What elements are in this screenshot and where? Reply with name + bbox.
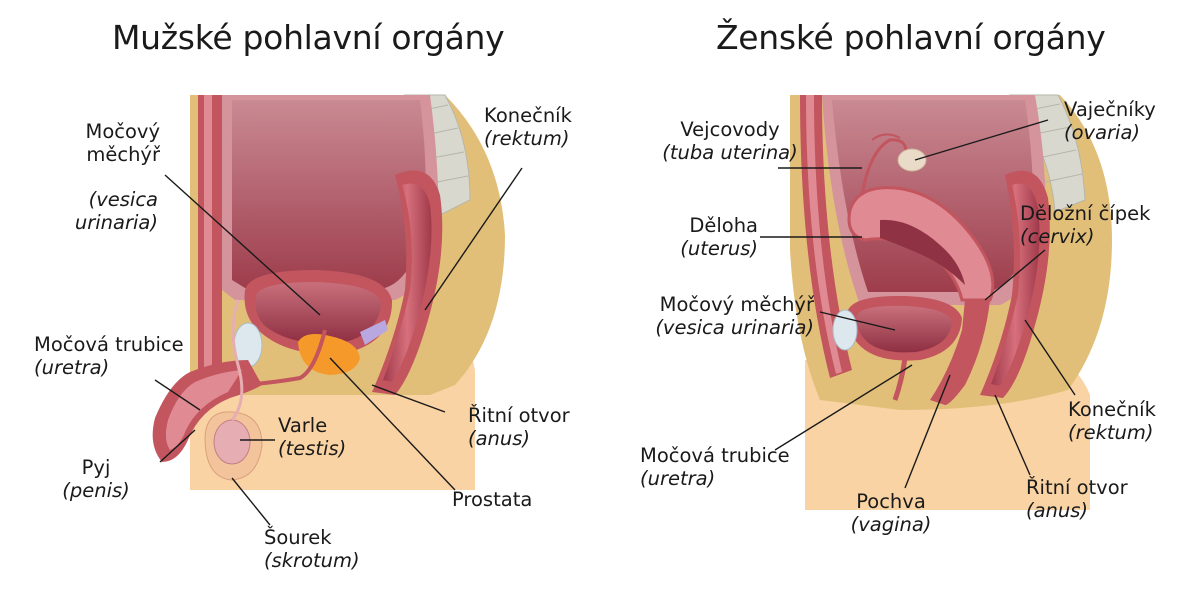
label-male-rectum: Konečník (rektum) <box>484 104 572 150</box>
label-female-tubes: Vejcovody (tuba uterina) <box>650 118 810 164</box>
label-female-cervix-latin: (cervix) <box>1020 225 1095 248</box>
label-male-scrotum-cz: Šourek <box>264 526 332 549</box>
label-female-tubes-cz: Vejcovody <box>680 118 780 141</box>
male-figure <box>152 94 523 526</box>
label-female-anus-cz: Řitní otvor <box>1026 476 1128 499</box>
label-male-bladder-latin: (vesica urinaria) <box>40 188 158 234</box>
label-female-bladder-cz: Močový měchýř <box>659 293 814 316</box>
label-male-urethra: Močová trubice (uretra) <box>34 333 184 379</box>
female-leader-lines <box>760 119 1076 489</box>
label-female-bladder-latin: (vesica urinaria) <box>655 316 814 339</box>
label-male-scrotum: Šourek (skrotum) <box>264 526 360 572</box>
label-male-bladder: Močový měchýř <box>50 120 161 166</box>
label-female-rectum: Konečník (rektum) <box>1068 398 1156 444</box>
label-female-rectum-cz: Konečník <box>1068 398 1156 421</box>
label-female-ovaries: Vaječníky (ovaria) <box>1064 98 1156 144</box>
label-male-urethra-cz: Močová trubice <box>34 333 184 356</box>
label-female-urethra-cz: Močová trubice <box>640 444 790 467</box>
label-male-testis: Varle (testis) <box>278 414 346 460</box>
label-female-ovaries-cz: Vaječníky <box>1064 98 1156 121</box>
label-female-anus: Řitní otvor (anus) <box>1026 476 1128 522</box>
label-male-rectum-cz: Konečník <box>484 104 572 127</box>
label-male-prostate: Prostata <box>452 488 533 511</box>
label-male-bladder-latin-2: urinaria) <box>74 211 158 234</box>
label-female-vagina-cz: Pochva <box>856 490 926 513</box>
label-male-penis-cz: Pyj <box>81 456 111 479</box>
label-male-testis-cz: Varle <box>278 414 328 437</box>
label-female-tubes-latin: (tuba uterina) <box>662 141 798 164</box>
label-male-penis-latin: (penis) <box>62 479 130 502</box>
male-leader-lines <box>154 167 523 526</box>
male-testis <box>213 419 251 465</box>
label-female-ovaries-latin: (ovaria) <box>1064 121 1141 144</box>
male-title: Mužské pohlavní orgány <box>112 18 505 57</box>
label-female-vagina-latin: (vagina) <box>850 513 932 536</box>
label-male-scrotum-latin: (skrotum) <box>264 549 360 572</box>
label-female-uterus-latin: (uterus) <box>680 237 758 260</box>
female-figure <box>760 94 1112 510</box>
label-male-anus: Řitní otvor (anus) <box>468 404 570 450</box>
label-male-urethra-latin: (uretra) <box>34 356 110 379</box>
label-female-urethra: Močová trubice (uretra) <box>640 444 790 490</box>
female-ovary <box>897 148 927 172</box>
label-male-anus-cz: Řitní otvor <box>468 404 570 427</box>
label-female-bladder: Močový měchýř (vesica urinaria) <box>634 293 814 339</box>
label-female-cervix-cz: Děložní čípek <box>1020 202 1151 225</box>
female-title: Ženské pohlavní orgány <box>716 18 1106 57</box>
label-female-rectum-latin: (rektum) <box>1068 421 1154 444</box>
label-male-bladder-latin-1: (vesica <box>88 188 158 211</box>
label-male-bladder-1: Močový <box>85 120 161 143</box>
label-male-bladder-2: měchýř <box>86 143 160 166</box>
label-female-urethra-latin: (uretra) <box>640 467 716 490</box>
label-female-uterus-cz: Děloha <box>689 214 758 237</box>
label-male-anus-latin: (anus) <box>468 427 531 450</box>
label-male-rectum-latin: (rektum) <box>484 127 570 150</box>
label-female-uterus: Děloha (uterus) <box>660 214 758 260</box>
label-male-testis-latin: (testis) <box>278 437 347 460</box>
female-vagina <box>930 300 990 405</box>
label-female-cervix: Děložní čípek (cervix) <box>1020 202 1150 248</box>
label-female-vagina: Pochva (vagina) <box>836 490 946 536</box>
label-female-anus-latin: (anus) <box>1026 499 1089 522</box>
label-male-penis: Pyj (penis) <box>56 456 136 502</box>
